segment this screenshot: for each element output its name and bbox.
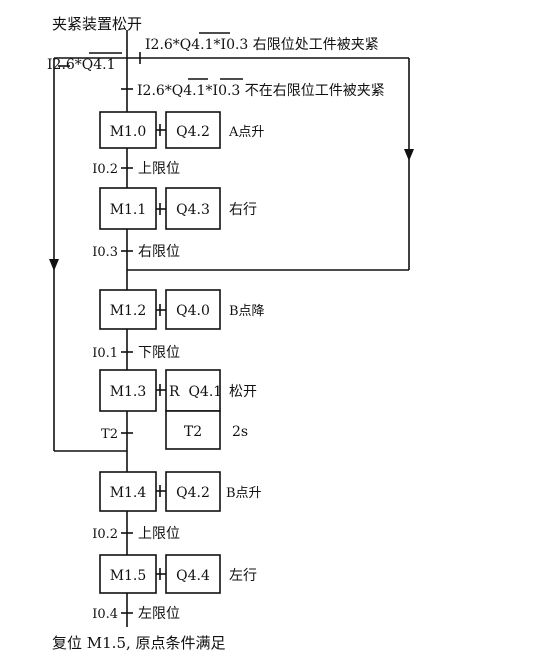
action-label: Q4.0 [176,303,210,319]
transition-var: I0.4 [92,607,118,622]
transition-label: 下限位 [138,345,180,361]
action-label: R Q4.1 [169,384,222,400]
step-note: B点升 [226,486,262,501]
timer-label: T2 [184,424,202,440]
action-label: Q4.3 [176,202,210,218]
step-note: 右行 [229,202,257,218]
step-box-m1-4 [99,471,157,512]
header-label: 夹紧装置松开 [52,15,142,33]
timer-note: 2s [232,424,248,440]
step-id: M1.5 [110,568,147,584]
transition-label: 上限位 [138,161,180,177]
step-note: 松开 [229,384,257,400]
transition-var: I0.2 [92,527,118,542]
step-note: A点升 [228,125,264,140]
transition-label: 上限位 [138,526,180,542]
step-id: M1.2 [110,303,147,319]
action-box-m1-1 [165,187,221,230]
action-box-m1-5 [165,554,221,594]
footer-label: 复位 M1.5, 原点条件满足 [52,634,226,652]
transition-label: 左限位 [138,606,180,622]
step-box-m1-1 [99,187,157,230]
step-box-m1-2 [99,289,157,330]
action-box-m1-2 [165,289,221,330]
step-id: M1.0 [110,124,147,140]
action-label: Q4.2 [176,124,210,140]
transition-var: I0.3 [92,245,118,260]
transition-var: T2 [101,427,118,442]
timer-box [165,410,221,450]
action-box-m1-4 [165,471,221,512]
action-box-m1-3 [165,369,221,412]
branch-mid-label: I2.6*Q4.1*I0.3 不在右限位工件被夹紧 [137,83,385,99]
left-jump-arrow [49,259,59,271]
step-note: 左行 [229,568,257,584]
branch-left-label: I2.6*Q4.1 [47,57,116,73]
transition-label: 右限位 [138,244,180,260]
step-note: B点降 [229,304,265,319]
transition-var: I0.2 [92,162,118,177]
branch-right-label: I2.6*Q4.1*I0.3 右限位处工件被夹紧 [145,37,379,53]
action-label: Q4.2 [176,485,210,501]
action-label: Q4.4 [176,568,210,584]
step-id: M1.3 [110,384,147,400]
step-box-m1-0 [99,111,157,149]
step-id: M1.1 [110,202,147,218]
step-box-m1-5 [99,554,157,594]
right-jump-arrow [404,149,414,161]
action-box-m1-0 [165,111,221,149]
step-box-m1-3 [99,369,157,412]
step-id: M1.4 [110,485,147,501]
transition-var: I0.1 [92,346,118,361]
